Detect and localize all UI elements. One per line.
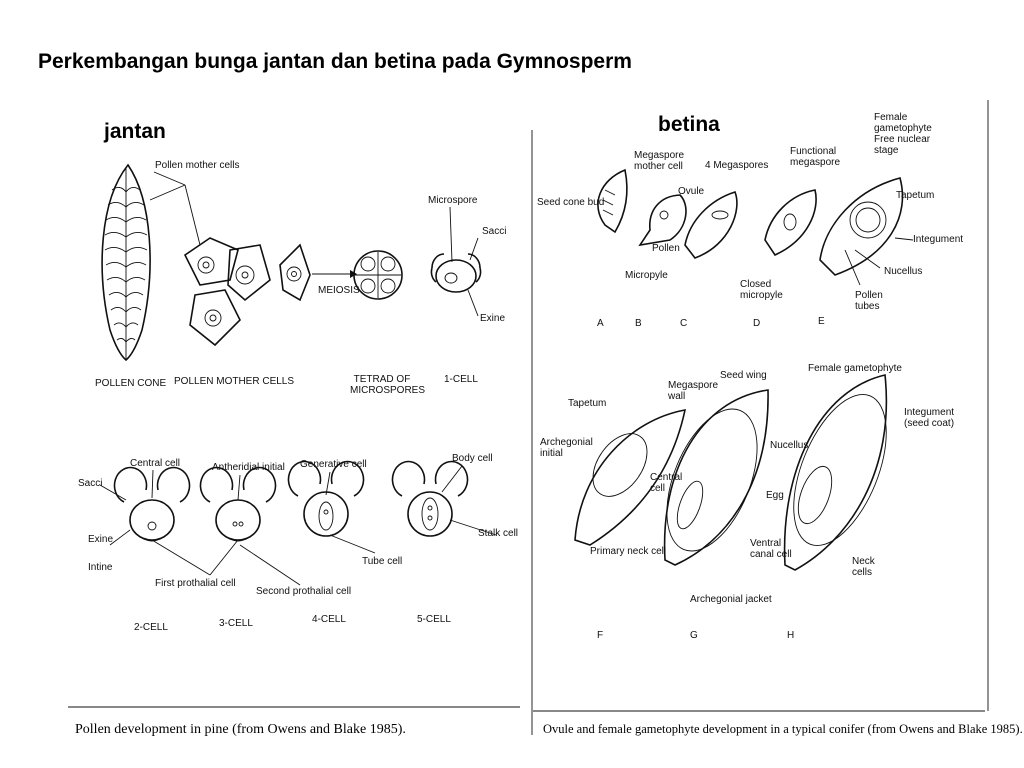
label-four-megaspores: 4 Megaspores <box>705 160 769 171</box>
label-tapetum: Tapetum <box>568 398 607 409</box>
label-meiosis: MEIOSIS <box>318 285 360 296</box>
label-sacci: Sacci <box>78 478 103 489</box>
tetrad-figure <box>353 250 403 300</box>
label-stage-e: E <box>818 316 825 327</box>
label-archegonial-initial: Archegonial initial <box>540 437 593 459</box>
label-four-cell: 4-CELL <box>312 614 346 625</box>
label-two-cell: 2-CELL <box>134 622 168 633</box>
label-archegonial-jacket: Archegonial jacket <box>690 594 772 605</box>
label-stage-h: H <box>787 630 795 641</box>
pollen-mother-cells-figure <box>183 237 271 347</box>
one-cell-figure <box>430 253 482 293</box>
label-stage-b: B <box>635 318 642 329</box>
label-egg: Egg <box>766 490 784 501</box>
label-stalk-cell: Stalk cell <box>478 528 519 539</box>
label-stage-d: D <box>753 318 761 329</box>
label-ventral-canal-cell: Ventral canal cell <box>750 538 792 560</box>
label-stage-f: F <box>597 630 604 641</box>
label-ovule: Ovule <box>678 186 705 197</box>
label-pollen-mother-cells: POLLEN MOTHER CELLS <box>174 376 295 387</box>
label-seed-cone-bud: Seed cone bud <box>537 197 605 208</box>
label-pollen-mother-cells-top: Pollen mother cells <box>155 160 240 171</box>
label-pollen-tubes: Pollen tubes <box>855 290 883 312</box>
label-body-cell: Body cell <box>452 453 493 464</box>
label-exine: Exine <box>88 534 114 545</box>
label-tube-cell: Tube cell <box>362 556 403 567</box>
label-seed-wing: Seed wing <box>720 370 767 381</box>
label-neck-cells: Neck cells <box>852 556 875 578</box>
label-one-cell: 1-CELL <box>444 374 478 385</box>
label-functional-megaspore: Functional megaspore <box>790 146 841 168</box>
label-exine-top: Exine <box>480 313 506 324</box>
label-first-prothalial: First prothalial cell <box>155 578 236 589</box>
label-three-cell: 3-CELL <box>219 618 253 629</box>
label-megaspore-wall: Megaspore wall <box>668 380 719 402</box>
archegonium-development-figures <box>574 374 888 571</box>
label-second-prothalial: Second prothalial cell <box>256 586 352 597</box>
female-caption: Ovule and female gametophyte development… <box>543 722 1023 736</box>
label-female-gametophyte-free: Female gametophyte Free nuclear stage <box>874 112 932 156</box>
label-female-gametophyte: Female gametophyte <box>808 363 902 374</box>
label-stage-c: C <box>680 318 688 329</box>
label-generative-cell: Generative cell <box>300 459 367 470</box>
label-tetrad: TETRAD OF MICROSPORES <box>350 374 426 396</box>
male-heading: jantan <box>104 120 166 143</box>
label-central-cell: Central cell <box>130 458 181 469</box>
label-micropyle: Micropyle <box>625 270 668 281</box>
label-integument-top: Integument <box>913 234 964 245</box>
label-integument-seed-coat: Integument (seed coat) <box>904 407 955 429</box>
label-stage-a: A <box>597 318 604 329</box>
label-pollen-cone: POLLEN CONE <box>95 378 167 389</box>
pollen-cone-figure <box>101 163 151 362</box>
label-pollen: Pollen <box>652 243 680 254</box>
label-five-cell: 5-CELL <box>417 614 451 625</box>
page-title: Perkembangan bunga jantan dan betina pad… <box>38 50 632 73</box>
label-antheridial-initial: Antheridial initial <box>212 462 285 473</box>
label-nucellus: Nucellus <box>770 440 809 451</box>
label-tapetum-top: Tapetum <box>896 190 935 201</box>
female-heading: betina <box>658 113 720 136</box>
label-closed-micropyle: Closed micropyle <box>740 279 783 301</box>
label-nucellus-top: Nucellus <box>884 266 923 277</box>
pollen-grain-stages <box>113 460 469 542</box>
label-intine: Intine <box>88 562 113 573</box>
label-sacci-top: Sacci <box>482 226 507 237</box>
label-primary-neck-cell: Primary neck cell <box>590 546 667 557</box>
label-central-cell-f: Central cell <box>650 472 683 494</box>
male-caption: Pollen development in pine (from Owens a… <box>75 722 406 737</box>
label-stage-g: G <box>690 630 698 641</box>
label-megaspore-mother-cell: Megaspore mother cell <box>634 150 685 172</box>
ovule-development-figures <box>597 168 914 286</box>
label-microspore: Microspore <box>428 195 478 206</box>
